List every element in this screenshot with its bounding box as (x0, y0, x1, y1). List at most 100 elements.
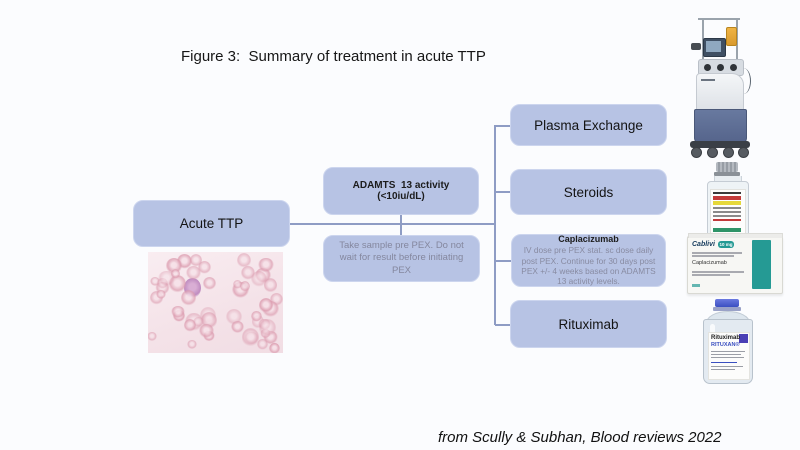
red-blood-cell (180, 289, 196, 306)
red-blood-cell (241, 265, 256, 281)
red-blood-cell (251, 311, 262, 322)
node-plasma-exchange-label: Plasma Exchange (534, 117, 643, 133)
label-text-line (713, 211, 741, 213)
red-blood-cell (257, 339, 268, 350)
vial-glass-body: Rituximab RITUXAN® (703, 319, 753, 384)
figure-title: Figure 3: Summary of treatment in acute … (181, 48, 486, 65)
node-rituximab-label: Rituximab (558, 316, 619, 332)
carton-text-line (692, 271, 744, 273)
machine-pump-knob (730, 64, 737, 71)
connector-steroids-stub (495, 191, 511, 193)
machine-wheel (691, 147, 702, 158)
label-blue-text-line (711, 362, 737, 363)
label-green-band (713, 228, 741, 232)
red-blood-cell (150, 276, 161, 286)
red-blood-cell (197, 260, 211, 274)
red-blood-cell (250, 270, 268, 288)
node-acute-ttp-label: Acute TTP (179, 216, 244, 231)
source-citation: from Scully & Subhan, Blood reviews 2022 (438, 429, 722, 446)
red-blood-cell (155, 289, 167, 300)
label-red-text-line (713, 219, 741, 221)
machine-wheel (723, 147, 734, 158)
vial-cap-band (714, 172, 740, 176)
red-blood-cell (225, 308, 243, 325)
machine-pump-knob (704, 64, 711, 71)
machine-pole (702, 18, 704, 60)
node-adamts-test: ADAMTS 13 activity (<10iu/dL) (323, 167, 479, 215)
red-blood-cell (171, 306, 186, 319)
connector-note-stub (400, 224, 402, 236)
node-caplacizumab-body: IV dose pre PEX stat. sc dose daily post… (521, 245, 661, 287)
cablivi-box-image: Cablivi 10 mg Caplacizumab (687, 233, 783, 294)
node-steroids: Steroids (510, 169, 667, 215)
steroid-vial-image (704, 162, 751, 239)
red-blood-cell (199, 323, 215, 338)
red-blood-cell (232, 279, 243, 290)
machine-tubing (736, 68, 751, 94)
vial-cap-flange (713, 307, 741, 311)
red-blood-cell (258, 319, 277, 338)
red-blood-cell (242, 328, 260, 347)
node-sample-note-label: Take sample pre PEX. Do not wait for res… (339, 239, 467, 276)
carton-text-line (692, 274, 730, 276)
machine-screen (706, 41, 721, 52)
label-text-line (711, 357, 744, 358)
carton-teal-panel (752, 240, 771, 289)
red-blood-cell (268, 342, 280, 353)
carton-text-line (692, 252, 742, 254)
machine-crossbar (698, 18, 740, 20)
connector-branch-vertical (494, 125, 496, 325)
vial-cap (716, 162, 738, 172)
node-steroids-label: Steroids (563, 184, 614, 200)
red-blood-cell (170, 269, 180, 280)
red-blood-cell (185, 265, 202, 281)
red-blood-cell (239, 281, 251, 293)
machine-lower-body (694, 109, 747, 144)
red-blood-cell (184, 318, 197, 333)
label-yellow-band (713, 201, 741, 205)
red-blood-cell (192, 317, 205, 328)
red-blood-cell (156, 277, 168, 290)
red-blood-cell (258, 298, 273, 313)
label-text-line (711, 354, 741, 355)
node-rituximab: Rituximab (510, 300, 667, 348)
blood-smear-image (148, 252, 283, 353)
connector-caplacizumab-stub (495, 260, 511, 262)
node-plasma-exchange: Plasma Exchange (510, 104, 667, 146)
carton-text-line (692, 255, 734, 257)
machine-base (690, 141, 750, 148)
machine-wheel (707, 147, 718, 158)
vial-label (710, 189, 746, 235)
machine-iv-bag (726, 27, 737, 46)
connector-plasma-stub (495, 125, 511, 127)
red-blood-cell (236, 252, 251, 269)
label-text-line (711, 351, 745, 352)
node-caplacizumab-title: Caplacizumab (558, 234, 619, 245)
machine-upper-body (696, 73, 744, 112)
connector-main-horizontal (288, 223, 495, 225)
machine-label (701, 79, 715, 81)
machine-pump-deck (698, 59, 744, 76)
red-blood-cell (203, 277, 217, 290)
carton-top-face (688, 233, 783, 238)
label-red-band (713, 196, 741, 200)
label-text-line (711, 369, 735, 370)
machine-monitor (703, 38, 726, 57)
connector-rituximab-stub (495, 324, 511, 326)
label-text-line (713, 192, 741, 194)
vial-cap (715, 299, 739, 307)
node-sample-note: Take sample pre PEX. Do not wait for res… (323, 235, 480, 282)
label-text-line (711, 366, 743, 367)
cablivi-generic-text: Caplacizumab (692, 260, 727, 266)
label-text-line (713, 207, 741, 209)
node-caplacizumab: Caplacizumab IV dose pre PEX stat. sc do… (511, 234, 666, 287)
machine-wheel (738, 147, 749, 158)
cablivi-brand-text: Cablivi (692, 241, 715, 248)
rituximab-generic-text: Rituximab (711, 335, 741, 341)
node-adamts-test-label: ADAMTS 13 activity (<10iu/dL) (352, 180, 453, 202)
plasma-exchange-machine-image (690, 16, 756, 166)
machine-arm-unit (691, 43, 701, 50)
rituxan-brand-text: RITUXAN® (711, 342, 740, 348)
red-blood-cell (187, 339, 197, 349)
